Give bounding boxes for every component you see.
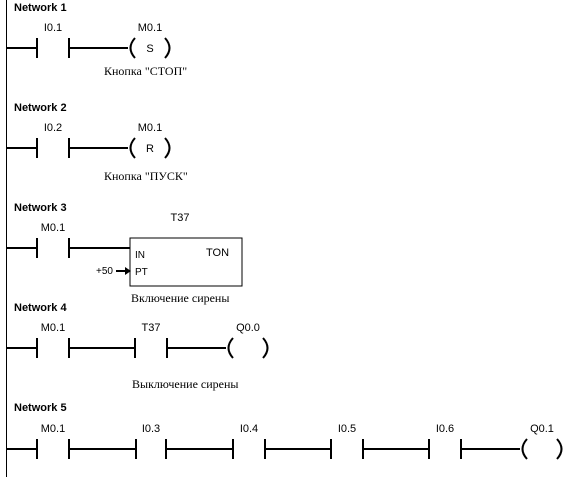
contact-i01[interactable]: I0.1 xyxy=(36,22,70,58)
network-2[interactable]: Network 2 I0.2 R M0.1 Кнопка "ПУСК" xyxy=(6,102,188,183)
coil-right-arc xyxy=(262,337,269,359)
contact-label: I0.3 xyxy=(142,423,160,435)
coil-right-arc xyxy=(556,438,563,460)
coil-label: Q0.0 xyxy=(236,322,260,334)
contact-label: I0.2 xyxy=(44,122,62,134)
coil-label: Q0.1 xyxy=(530,423,554,435)
coil-left-arc xyxy=(227,337,234,359)
network-3-title: Network 3 xyxy=(14,202,67,214)
contact-label: M0.1 xyxy=(41,222,65,234)
contact-label: I0.6 xyxy=(436,423,454,435)
contact-label: T37 xyxy=(142,322,161,334)
contact-label: M0.1 xyxy=(41,322,65,334)
network-4-title: Network 4 xyxy=(14,302,67,314)
contact-t37[interactable]: T37 xyxy=(134,322,168,358)
timer-in-label: IN xyxy=(135,250,145,261)
contact-label: I0.1 xyxy=(44,22,62,34)
output-coil-q01[interactable]: Q0.1 xyxy=(521,423,563,460)
network-3-comment: Включение сирены xyxy=(131,291,229,305)
coil-right-arc xyxy=(164,37,171,59)
set-coil-m01[interactable]: S M0.1 xyxy=(129,22,171,59)
coil-right-arc xyxy=(164,137,171,159)
contact-label: I0.5 xyxy=(338,423,356,435)
contact-i05[interactable]: I0.5 xyxy=(330,423,364,459)
coil-label: M0.1 xyxy=(138,22,162,34)
timer-block-t37[interactable]: T37 TON IN PT +50 xyxy=(96,212,243,287)
coil-left-arc xyxy=(129,37,136,59)
coil-type: S xyxy=(146,43,153,55)
coil-left-arc xyxy=(521,438,528,460)
timer-pt-label: PT xyxy=(135,267,148,278)
contact-i06[interactable]: I0.6 xyxy=(428,423,462,459)
timer-pt-value: +50 xyxy=(96,266,113,277)
network-5-title: Network 5 xyxy=(14,402,67,414)
timer-name: T37 xyxy=(171,212,190,224)
contact-i04[interactable]: I0.4 xyxy=(232,423,266,459)
contact-i02[interactable]: I0.2 xyxy=(36,122,70,158)
reset-coil-m01[interactable]: R M0.1 xyxy=(129,122,171,159)
contact-m01[interactable]: M0.1 xyxy=(36,322,70,358)
contact-label: I0.4 xyxy=(240,423,258,435)
network-1-title: Network 1 xyxy=(14,2,67,14)
network-5[interactable]: Network 5 M0.1 I0.3 I0.4 I0.5 xyxy=(6,402,563,460)
contact-m01[interactable]: M0.1 xyxy=(36,423,70,459)
contact-i03[interactable]: I0.3 xyxy=(135,423,167,459)
network-1[interactable]: Network 1 I0.1 S M0.1 Кнопка "СТОП" xyxy=(6,2,187,78)
network-1-comment: Кнопка "СТОП" xyxy=(104,64,187,78)
contact-m01[interactable]: M0.1 xyxy=(36,222,70,258)
pt-arrow-icon xyxy=(125,267,131,275)
coil-left-arc xyxy=(129,137,136,159)
network-2-title: Network 2 xyxy=(14,102,67,114)
coil-label: M0.1 xyxy=(138,122,162,134)
contact-label: M0.1 xyxy=(41,423,65,435)
network-3[interactable]: Network 3 M0.1 T37 TON IN PT +50 Включен… xyxy=(6,202,243,305)
network-2-comment: Кнопка "ПУСК" xyxy=(104,169,188,183)
timer-box xyxy=(129,237,243,287)
timer-type: TON xyxy=(206,247,229,259)
network-4[interactable]: Network 4 M0.1 T37 Q0.0 Выключение сирен… xyxy=(6,302,269,391)
network-4-comment: Выключение сирены xyxy=(132,377,238,391)
coil-type: R xyxy=(146,143,154,155)
output-coil-q00[interactable]: Q0.0 xyxy=(227,322,269,359)
